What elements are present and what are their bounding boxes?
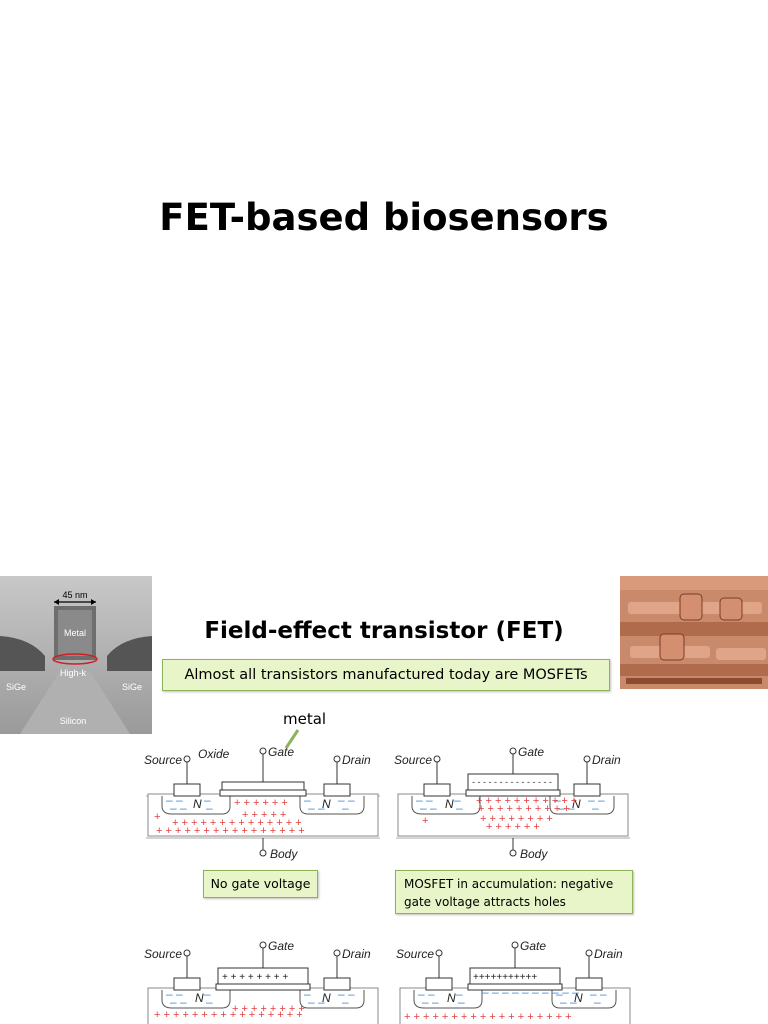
no-gate-voltage-caption: No gate voltage [203,870,318,898]
gate-terminal-label: Gate [518,745,544,759]
svg-text:– –: – – [166,987,183,1001]
drain-terminal-label: Drain [342,753,371,767]
tem-highk-label: High-k [60,668,87,678]
mosfet-callout: Almost all transistors manufactured toda… [162,659,610,691]
n-region-source-label: N [195,991,204,1005]
svg-text:–: – [454,793,461,807]
tem-cross-section-image: 45 nm Metal High-k SiGe SiGe Silicon [0,576,152,734]
gate-positive-charge: + + + + + + + + [222,972,288,983]
source-terminal-label: Source [144,753,182,767]
body-terminal-label: Body [520,847,548,861]
svg-text:– –: – – [560,995,577,1009]
mosfet-diagram-positive-gate: + + + + + + + + Source Drain Gate N N – … [144,939,379,1024]
chip-micrograph-image [620,576,768,689]
mosfet-diagram-inversion: +++++++++++ Source Drain Gate N N – ––– … [396,939,631,1024]
source-terminal-label: Source [144,947,182,961]
n-region-drain-label: N [572,797,581,811]
svg-text:–: – [594,995,601,1009]
accumulation-caption: MOSFET in accumulation: negative gate vo… [395,870,633,914]
svg-text:–: – [304,793,311,807]
drain-terminal-label: Drain [594,947,623,961]
gate-terminal-label: Gate [268,745,294,759]
drain-terminal-label: Drain [342,947,371,961]
svg-text:+ + + + +: + + + + + [242,809,286,821]
tem-scale-label: 45 nm [62,590,87,600]
gate-terminal-label: Gate [520,939,546,953]
source-terminal-label: Source [396,947,434,961]
svg-text:– –: – – [308,995,325,1009]
svg-text:– –: – – [170,995,187,1009]
svg-text:–: – [342,801,349,815]
svg-text:– –: – – [308,801,325,815]
n-region-drain-label: N [322,797,331,811]
svg-text:+: + [422,815,428,827]
svg-text:– –: – – [422,995,439,1009]
svg-text:- - - - - - - - - - - - - - -: - - - - - - - - - - - - - - - [472,777,552,787]
svg-text:–: – [456,987,463,1001]
tem-sige-right-label: SiGe [122,682,142,692]
svg-text:–: – [456,801,463,815]
svg-text:–: – [304,987,311,1001]
svg-text:+ + + + + + + +: + + + + + + + + [480,813,553,825]
svg-text:– – – – – – – – – –: – – – – – – – – – – [482,985,579,999]
n-region-drain-label: N [574,991,583,1005]
svg-text:– –: – – [166,793,183,807]
n-region-source-label: N [445,797,454,811]
svg-text:+ + + + + + + +: + + + + + + + + [232,1003,305,1015]
metal-annotation-arrow [284,729,300,749]
tem-silicon-label: Silicon [60,716,87,726]
svg-text:– –: – – [418,987,435,1001]
svg-text:+ + + + + + + + + + +: + + + + + + + + + + + [476,795,577,807]
svg-text:– –: – – [558,801,575,815]
svg-text:– –: – – [338,987,355,1001]
body-terminal-label: Body [270,847,298,861]
n-region-source-label: N [447,991,456,1005]
gate-positive-charge: +++++++++++ [473,972,537,983]
fet-title: Field-effect transistor (FET) [204,618,564,644]
svg-text:–: – [556,987,563,1001]
oxide-label: Oxide [198,747,230,761]
svg-text:–: – [206,995,213,1009]
svg-text:–: – [342,995,349,1009]
svg-text:+ + + + + + + + + + + + + +: + + + + + + + + + + + + + + [172,817,302,829]
tem-sige-left-label: SiGe [6,682,26,692]
svg-text:+ + + + + + + + + + + + + + +: + + + + + + + + + + + + + + + + [154,1009,303,1021]
svg-text:– –: – – [416,793,433,807]
drain-terminal-label: Drain [592,753,621,767]
svg-text:+: + [154,811,160,823]
svg-text:– –: – – [590,987,607,1001]
svg-text:+ + + + + + + + + + + + + + +: + + + + + + + + + + + + + + + + + + [404,1011,572,1023]
mosfet-diagram-no-gate-voltage: Source Drain Gate Body Oxide N N – ––– –… [144,745,380,861]
svg-text:–: – [554,793,561,807]
svg-text:+ + + + + + + + + +: + + + + + + + + + + [478,803,570,815]
slide-title: FET-based biosensors [159,196,609,239]
svg-text:–: – [204,987,211,1001]
svg-text:–: – [204,793,211,807]
n-region-source-label: N [193,797,202,811]
svg-text:+ + + + + +: + + + + + + [234,797,288,809]
gate-terminal-label: Gate [268,939,294,953]
n-region-drain-label: N [322,991,331,1005]
svg-text:– –: – – [338,793,355,807]
svg-text:–: – [458,995,465,1009]
svg-text:+ + + + + +: + + + + + + [486,821,540,833]
svg-text:– –: – – [588,793,605,807]
metal-annotation: metal [283,710,327,728]
mosfet-diagram-accumulation: - - - - - - - - - - - - - - - Source Dra… [394,745,630,861]
svg-text:+ + + + + + + + + + + + + + +: + + + + + + + + + + + + + + + + [156,825,305,837]
svg-text:– –: – – [170,801,187,815]
source-terminal-label: Source [394,753,432,767]
tem-metal-label: Metal [64,628,86,638]
svg-text:– –: – – [420,801,437,815]
svg-text:–: – [206,801,213,815]
svg-text:–: – [592,801,599,815]
